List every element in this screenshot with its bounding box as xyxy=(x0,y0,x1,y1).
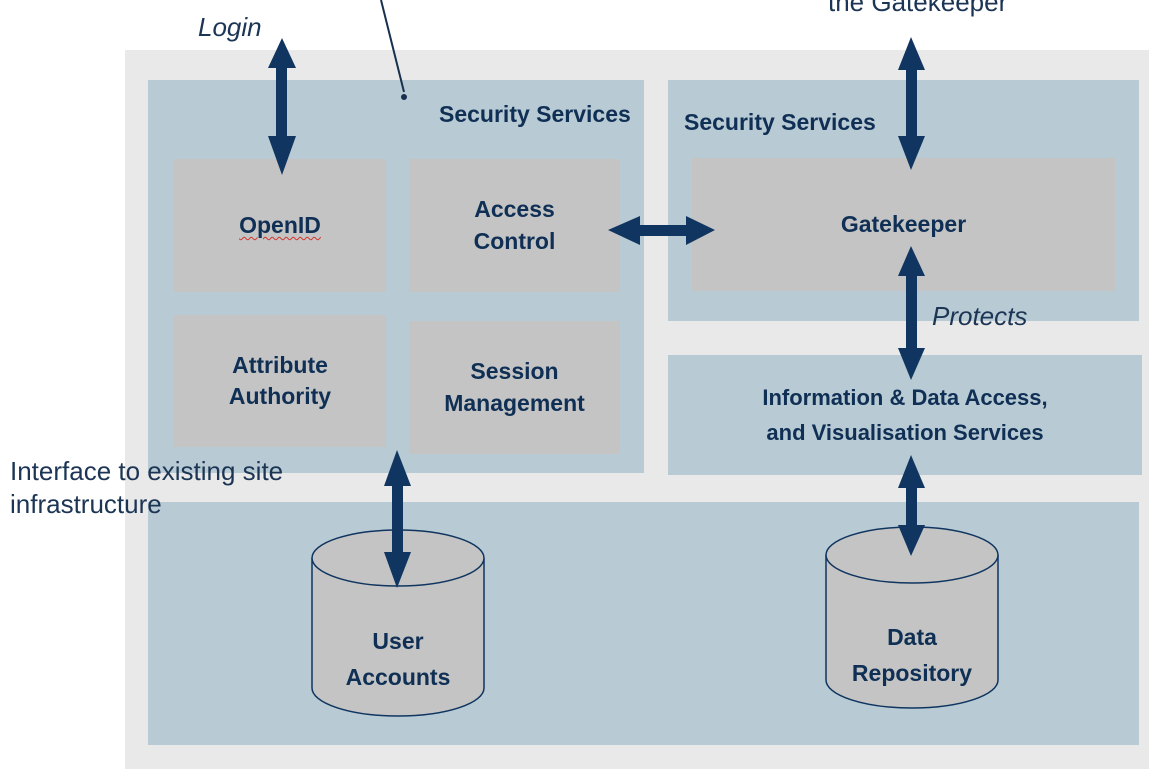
attribute-authority-box: Attribute Authority xyxy=(174,315,386,447)
interface-line-1: Interface to existing site xyxy=(10,456,284,486)
access-control-line-1: Access xyxy=(474,196,555,223)
user-accounts-cylinder xyxy=(311,529,485,717)
left-panel-heading: Security Services xyxy=(439,101,631,127)
login-label: Login xyxy=(198,12,262,42)
info-repository-arrow xyxy=(898,455,925,556)
user-accounts-label: User Accounts xyxy=(312,624,484,695)
data-repository-label: Data Repository xyxy=(826,620,998,691)
openid-label: OpenID xyxy=(239,211,321,238)
data-repository-line-2: Repository xyxy=(851,659,973,686)
access-gatekeeper-arrow xyxy=(608,216,715,245)
session-management-line-1: Session xyxy=(470,358,559,385)
right-panel-heading: Security Services xyxy=(684,109,876,135)
pointer-line xyxy=(380,0,405,93)
info-line-1: Information & Data Access, xyxy=(762,385,1048,410)
protects-arrow xyxy=(898,246,925,380)
user-accounts-line-2: Accounts xyxy=(345,663,451,690)
data-repository-line-1: Data xyxy=(887,624,937,650)
login-arrow xyxy=(268,38,296,175)
user-accounts-line-1: User xyxy=(372,628,424,654)
access-control-line-2: Control xyxy=(473,227,556,254)
interface-user-accounts-arrow xyxy=(384,450,411,588)
interface-label: Interface to existing site infrastructur… xyxy=(10,455,283,522)
data-repository-cylinder xyxy=(825,526,999,709)
session-management-box: Session Management xyxy=(409,321,620,454)
interface-line-2: infrastructure xyxy=(10,489,162,520)
gatekeeper-top-arrow xyxy=(898,37,925,170)
information-data-access-panel xyxy=(668,355,1142,475)
attribute-authority-line-2: Authority xyxy=(228,383,332,409)
gatekeeper-label: Gatekeeper xyxy=(840,210,967,237)
openid-box: OpenID xyxy=(174,159,386,292)
gatekeeper-caption: the Gatekeeper xyxy=(828,0,1008,17)
pointer-dot xyxy=(401,94,407,100)
access-control-box: Access Control xyxy=(409,159,620,292)
session-management-line-2: Management xyxy=(444,389,585,416)
protects-label: Protects xyxy=(932,301,1028,331)
info-line-2: and Visualisation Services xyxy=(766,420,1044,446)
attribute-authority-line-1: Attribute xyxy=(232,351,328,378)
information-data-access-label: Information & Data Access, and Visualisa… xyxy=(668,380,1142,450)
